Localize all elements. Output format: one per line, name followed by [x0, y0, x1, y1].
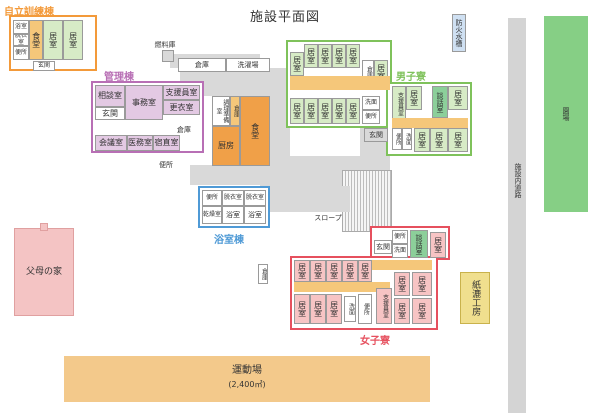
kanri-medical: 医務室: [127, 135, 153, 151]
joshi-room-2: 居室: [294, 260, 310, 282]
kanri-storage: 倉庫: [177, 125, 191, 134]
danshi-room-4: 居室: [332, 44, 346, 68]
slope-label: スロープ: [314, 213, 342, 222]
danshi-room-12: 居室: [406, 86, 422, 110]
internal-road: [508, 18, 526, 413]
joshi-room-8: 居室: [310, 294, 326, 324]
joshi-room-4: 居室: [326, 260, 342, 282]
jiritsu-dressing: 脱衣室: [13, 34, 29, 46]
bath-room-2: 浴室: [244, 206, 266, 224]
joshi-room-9: 居室: [326, 294, 342, 324]
joshi-room-10: 居室: [394, 272, 410, 296]
danshi-room-16: 居室: [448, 128, 468, 152]
danshi-room-8: 居室: [304, 98, 318, 124]
jiritsu-dining: 食堂: [29, 20, 43, 60]
danshi-room-2: 居室: [304, 44, 318, 68]
corridor-link: [270, 96, 290, 156]
slope-corridor: [270, 186, 350, 212]
joshi-lounge: 談話室: [410, 230, 428, 258]
kanri-building-label: 管理棟: [104, 72, 134, 83]
fuel-storage: [162, 50, 174, 62]
laundry: 洗濯場: [226, 58, 270, 72]
joshi-corridor: [372, 260, 432, 270]
danshi-room-3: 居室: [318, 44, 332, 68]
danshi-corridor-2: [392, 118, 468, 128]
storage-small: 倉庫: [258, 264, 268, 284]
danshi-wash: 洗面: [362, 96, 380, 110]
bath-toilet: 便所: [202, 190, 222, 206]
joshi-wash-2: 洗面: [344, 296, 356, 322]
danshi-building-label: 男子寮: [396, 72, 426, 83]
danshi-room-9: 居室: [318, 98, 332, 124]
kanri-night: 宿直室: [153, 135, 180, 151]
bath-dressing-2: 脱衣室: [244, 190, 266, 206]
danshi-wash-2: 洗面: [402, 128, 412, 150]
joshi-room-6: 居室: [358, 260, 372, 282]
danshi-entrance: 玄関: [364, 128, 388, 142]
joshi-building-label: 女子寮: [360, 336, 390, 347]
jiritsu-toilet: 便所: [13, 46, 29, 60]
kanri-entrance: 玄関: [95, 107, 125, 120]
joshi-staff: 支援員室: [376, 288, 392, 324]
joshi-corridor-2: [294, 282, 390, 292]
danshi-room-13: 居室: [448, 86, 468, 110]
bath-dressing-1: 脱衣室: [222, 190, 244, 206]
sports-ground-area: (2,400㎡): [228, 380, 266, 390]
kanri-staff: 支援員室: [163, 85, 200, 100]
danshi-room-5: 居室: [346, 44, 360, 68]
kitchen: 厨房: [212, 126, 240, 166]
kanri-meeting: 会議室: [95, 135, 127, 151]
danshi-staff: 支援員室: [392, 86, 406, 122]
joshi-room-13: 居室: [412, 298, 432, 324]
jiritsu-room-2: 居室: [63, 20, 83, 60]
storage-top: 倉庫: [178, 58, 226, 72]
danshi-room-11: 居室: [346, 98, 360, 124]
sports-ground-label: 運動場: [232, 365, 262, 377]
yokushitsu-building-label: 浴室棟: [214, 235, 244, 246]
fire-water-tank: 防火水槽: [452, 14, 466, 52]
joshi-room-5: 居室: [342, 260, 358, 282]
corridor-to-bath: [190, 165, 270, 185]
fuel-storage-label: 燃料庫: [154, 40, 176, 49]
danshi-toilet-2: 便所: [392, 128, 402, 150]
bath-drying: 乾燥室: [202, 206, 222, 224]
danshi-room-7: 居室: [290, 98, 304, 124]
prep-room: 調理準備室: [212, 96, 230, 126]
internal-road-label: 施設内道路: [514, 162, 523, 198]
jiritsu-entrance: 玄関: [33, 61, 55, 71]
parents-house: 父母の家: [14, 228, 74, 316]
kanri-office: 事務室: [125, 85, 163, 120]
joshi-toilet-2: 便所: [358, 294, 372, 324]
danshi-room-15: 居室: [430, 128, 448, 152]
bath-room-1: 浴室: [222, 206, 244, 224]
parents-house-chimney: [40, 223, 48, 231]
kanri-consult: 相談室: [95, 85, 125, 107]
joshi-entrance: 玄関: [374, 240, 392, 254]
danshi-room-14: 居室: [414, 128, 430, 152]
joshi-wash-1: 洗面: [392, 244, 408, 258]
storage-kitchen: 倉庫: [230, 96, 240, 126]
jiritsu-bath: 浴室: [13, 20, 29, 34]
danshi-corridor: [290, 76, 390, 90]
dining-hall: 食堂: [240, 96, 270, 166]
jiritsu-room-1: 居室: [43, 20, 63, 60]
joshi-room-11: 居室: [412, 272, 432, 296]
garden-field: 園場: [544, 16, 588, 212]
joshi-room-7: 居室: [294, 294, 310, 324]
joshi-room-1: 居室: [430, 232, 446, 258]
danshi-room-10: 居室: [332, 98, 346, 124]
joshi-toilet-1: 便所: [392, 230, 408, 244]
paper-workshop: 紙漉工房: [460, 272, 490, 324]
jiritsu-building-label: 自立訓練棟: [4, 7, 54, 18]
toilet-kanri: 便所: [159, 160, 173, 169]
danshi-room-1: 居室: [290, 52, 304, 76]
kanri-locker: 更衣室: [163, 100, 200, 115]
joshi-room-3: 居室: [310, 260, 326, 282]
sports-ground: 運動場 (2,400㎡): [64, 356, 430, 402]
joshi-room-12: 居室: [394, 298, 410, 324]
page-title: 施設平面図: [250, 10, 321, 25]
danshi-toilet-1: 便所: [362, 110, 380, 124]
danshi-lounge: 談話室: [432, 86, 448, 118]
